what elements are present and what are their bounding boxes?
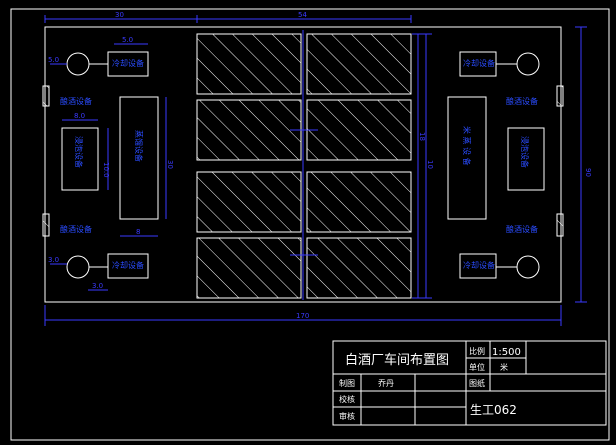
check-label: 校核 [339,394,355,404]
label-cooler-right-bottom: 冷却设备 [463,260,495,270]
dim-left-mid-c: 30 [166,160,174,169]
brewing-box-right [507,127,545,191]
label-brewing-right-bottom: 酿酒设备 [506,224,538,234]
dimension-texts: 30 54 170 90 5.0 5.0 8.0 10.0 30 8 3.0 3… [48,11,592,320]
workshop-outline [44,26,562,303]
dim-left-bottom-a: 3.0 [48,256,59,264]
tank [306,33,412,95]
dim-center-b: 10 [426,160,434,169]
wall-hatch-left-bottom [42,213,50,237]
tank [306,237,412,299]
cooler-left-bottom [107,253,149,279]
dim-left-mid-a: 8.0 [74,112,85,120]
tank [196,237,302,299]
wall-hatch-left-top [42,85,50,107]
label-distill-right: 米 蒸 设 备 [462,126,472,166]
tank [306,171,412,233]
class-name: 生工062 [470,403,517,417]
tank [196,171,302,233]
label-cooler-left-bottom: 冷却设备 [112,260,144,270]
wall-hatch-right-bottom [556,213,564,237]
label-brewing-left-top: 酿酒设备 [60,96,92,106]
label-cooler-right-top: 冷却设备 [463,58,495,68]
tank-circle-left-top [66,52,90,76]
dim-left-mid-b: 10.0 [102,162,110,178]
drawn-label: 制图 [339,378,355,388]
cooler-right-bottom [459,253,497,279]
wall-hatch-right-top [556,85,564,107]
label-distill-left: 蒸馏设备 [134,130,144,162]
dimension-lines [44,15,587,326]
dim-total-width: 170 [296,312,309,320]
unit-label: 单位 [469,362,485,372]
tank-circle-right-bottom [516,255,540,279]
label-soaking-left: 浸泡设备 [74,136,84,168]
scale-label: 比例 [469,346,485,356]
label-cooler-left-top: 冷却设备 [112,58,144,68]
center-dimension-lines [290,30,432,300]
pipe-lines [89,63,517,268]
review-label: 审核 [339,411,355,421]
dim-left-bottom-b: 3.0 [92,282,103,290]
sheet-border [10,8,610,441]
drawing-no-label: 图纸 [469,378,485,388]
tank-circle-left-bottom [66,255,90,279]
tank-circle-right-top [516,52,540,76]
scale-value: 1:500 [492,347,521,358]
tank [306,99,412,161]
dim-top-middle: 54 [298,11,307,19]
dim-left-mid-d: 8 [136,228,140,236]
unit-value: 米 [500,362,508,372]
dim-top-left: 30 [115,11,124,19]
brewing-box-left [61,127,99,191]
dim-left-small-top: 5.0 [122,36,133,44]
dim-center-a: 18 [418,132,426,141]
distill-column-left [119,96,159,220]
equipment-labels: 冷却设备 冷却设备 冷却设备 冷却设备 酿酒设备 酿酒设备 酿酒设备 酿酒设备 … [60,58,538,270]
dim-left-circle: 5.0 [48,56,59,64]
label-soaking-right: 浸泡设备 [520,136,530,168]
title-block: 白酒厂车间布置图 比例 1:500 单位 米 制图 乔丹 图纸 校核 审核 生工… [332,340,607,426]
fermentation-tanks [196,33,412,299]
tank [196,33,302,95]
tank [196,99,302,161]
label-brewing-right-top: 酿酒设备 [506,96,538,106]
label-brewing-left-bottom: 酿酒设备 [60,224,92,234]
dim-right-height: 90 [584,168,592,177]
drawn-value: 乔丹 [378,378,394,388]
drawing-title: 白酒厂车间布置图 [345,352,449,368]
distill-column-right [447,96,487,220]
